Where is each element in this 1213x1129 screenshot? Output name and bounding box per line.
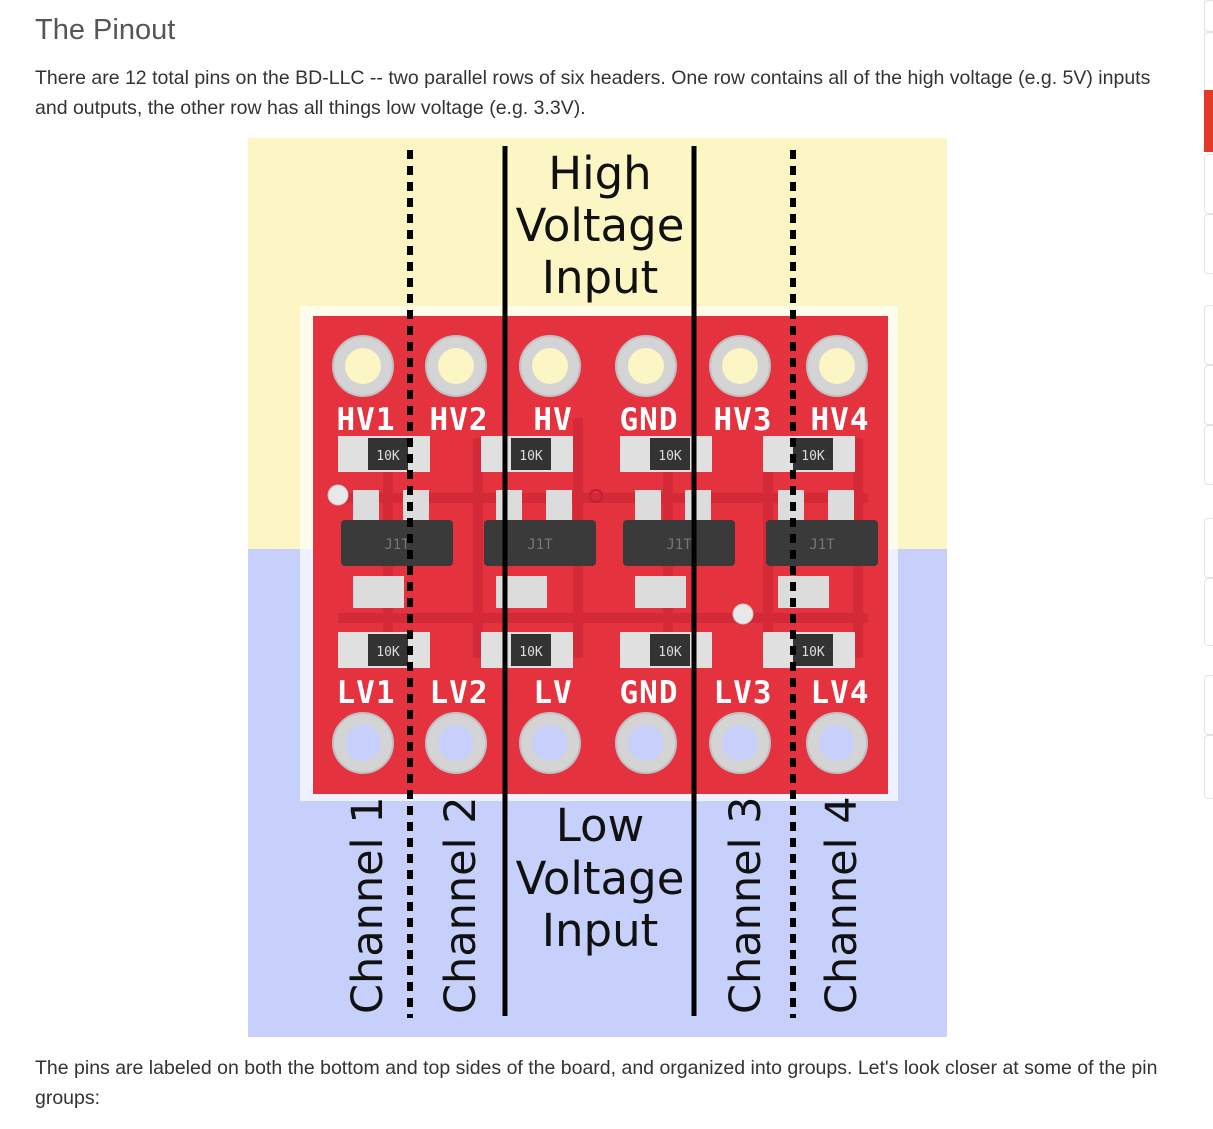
hv-pin-label: GND xyxy=(620,402,679,438)
transistor-pad xyxy=(635,576,661,608)
pinout-diagram: 10K 10K J1T 10K 10K J1T 10K 10K J1T 10K 10K J1T HV1… xyxy=(248,138,947,1037)
hv-pin-hole xyxy=(819,348,855,384)
right-scroll-rail[interactable] xyxy=(1203,0,1213,1129)
transistor-body xyxy=(341,520,453,566)
resistor-top-label: 10K xyxy=(658,449,682,464)
low-voltage-label-line3: Input xyxy=(542,904,659,957)
lv-pin-label: LV1 xyxy=(337,675,396,711)
low-voltage-label-line2: Voltage xyxy=(516,852,685,905)
lv-pin-hole xyxy=(532,725,568,761)
resistor-top xyxy=(793,438,833,470)
resistor-top-label: 10K xyxy=(376,449,400,464)
hv-pin-hole xyxy=(722,348,758,384)
pinout-figure: 10K 10K J1T 10K 10K J1T 10K 10K J1T 10K 10K J1T HV1… xyxy=(248,138,947,1037)
transistor-mark: J1T xyxy=(527,537,553,553)
transistor-body xyxy=(484,520,596,566)
hv-pin-hole xyxy=(628,348,664,384)
transistor-pad xyxy=(828,490,854,522)
lv-pin-label: LV4 xyxy=(811,675,870,711)
transistor-pad xyxy=(521,576,547,608)
lv-pin-label: LV2 xyxy=(430,675,489,711)
via xyxy=(589,489,603,503)
transistor-mark: J1T xyxy=(809,537,835,553)
transistor-pad xyxy=(685,490,711,522)
transistor-pad xyxy=(635,490,661,522)
resistor-bottom xyxy=(511,634,551,666)
high-voltage-label-line1: High xyxy=(548,147,651,200)
divider-lines xyxy=(407,146,796,1018)
transistor-pad xyxy=(378,576,404,608)
lv-pin-label: LV xyxy=(533,675,572,711)
fiducial-dot xyxy=(327,484,349,506)
high-voltage-label-line3: Input xyxy=(542,251,659,304)
lv-pin-hole xyxy=(628,725,664,761)
hv-pin-hole xyxy=(438,348,474,384)
resistor-bottom-label: 10K xyxy=(801,645,825,660)
lv-pin-hole xyxy=(819,725,855,761)
hv-pin-label: HV xyxy=(533,402,572,438)
resistor-bottom xyxy=(650,634,690,666)
transistor-pad xyxy=(496,490,522,522)
high-voltage-label-line2: Voltage xyxy=(516,199,685,252)
fiducial-dot xyxy=(732,603,754,625)
hv-pin-label: HV1 xyxy=(337,402,396,438)
transistor-pad xyxy=(660,576,686,608)
lv-pin-hole xyxy=(345,725,381,761)
resistor-top xyxy=(368,438,408,470)
transistor-body xyxy=(623,520,735,566)
lv-pin-label: LV3 xyxy=(714,675,773,711)
lv-pin-label: GND xyxy=(620,675,679,711)
hv-pin-label: HV3 xyxy=(714,402,773,438)
resistor-top-label: 10K xyxy=(519,449,543,464)
scroll-thumb[interactable] xyxy=(1204,90,1213,152)
outro-paragraph: The pins are labeled on both the bottom … xyxy=(35,1057,1158,1109)
lv-pin-hole xyxy=(438,725,474,761)
hv-pin-hole xyxy=(345,348,381,384)
channel-4-label: Channel 4 xyxy=(817,796,867,1014)
hv-pin-hole xyxy=(532,348,568,384)
transistor-pad xyxy=(353,576,379,608)
transistor-mark: J1T xyxy=(666,537,692,553)
resistor-bottom-label: 10K xyxy=(376,645,400,660)
transistor-pad xyxy=(353,490,379,522)
pin-pads xyxy=(332,335,868,774)
transistor-pad xyxy=(496,576,522,608)
intro-paragraph: There are 12 total pins on the BD-LLC --… xyxy=(35,67,1151,119)
resistor-top xyxy=(650,438,690,470)
resistor-bottom xyxy=(368,634,408,666)
resistor-bottom-label: 10K xyxy=(658,645,682,660)
channel-3-label: Channel 3 xyxy=(721,796,771,1014)
resistor-bottom xyxy=(793,634,833,666)
transistor-pad xyxy=(803,576,829,608)
lv-pin-hole xyxy=(722,725,758,761)
channel-1-label: Channel 1 xyxy=(343,796,393,1014)
low-voltage-label-line1: Low xyxy=(556,799,645,852)
section-heading: The Pinout xyxy=(35,14,176,46)
resistor-bottom-label: 10K xyxy=(519,645,543,660)
transistor-mark: J1T xyxy=(384,537,410,553)
hv-pin-label: HV2 xyxy=(430,402,489,438)
transistor-pad xyxy=(546,490,572,522)
channel-2-label: Channel 2 xyxy=(436,796,486,1014)
resistor-top-label: 10K xyxy=(801,449,825,464)
pcb-components: 10K 10K J1T 10K 10K J1T 10K 10K J1T 10K 10K J1T xyxy=(338,436,878,668)
transistor-pad xyxy=(403,490,429,522)
hv-pin-label: HV4 xyxy=(811,402,870,438)
resistor-top xyxy=(511,438,551,470)
